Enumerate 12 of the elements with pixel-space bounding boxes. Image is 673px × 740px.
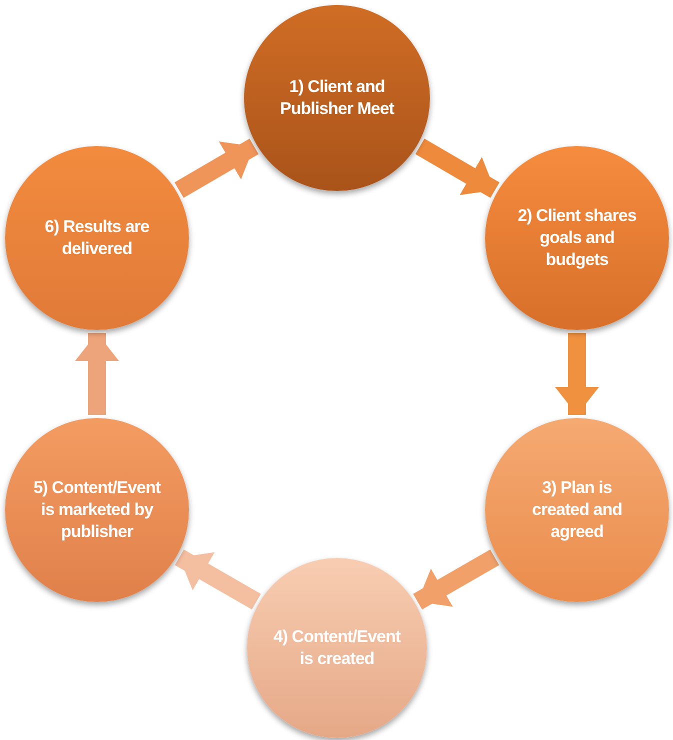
block-arrow xyxy=(75,333,119,415)
block-arrow xyxy=(413,550,500,610)
step-label: 2) Client shares goals and budgets xyxy=(516,204,638,272)
block-arrow xyxy=(174,138,259,198)
step-label: 1) Client and Publisher Meet xyxy=(279,76,396,120)
block-arrow xyxy=(555,333,599,415)
block-arrow xyxy=(415,138,500,198)
block-arrow xyxy=(174,550,261,610)
step-label: 4) Content/Event is created xyxy=(273,626,401,670)
step-label: 3) Plan is created and agreed xyxy=(531,476,623,544)
step-label: 5) Content/Event is marketed by publisher xyxy=(33,476,161,544)
step-label: 6) Results are delivered xyxy=(44,216,150,260)
